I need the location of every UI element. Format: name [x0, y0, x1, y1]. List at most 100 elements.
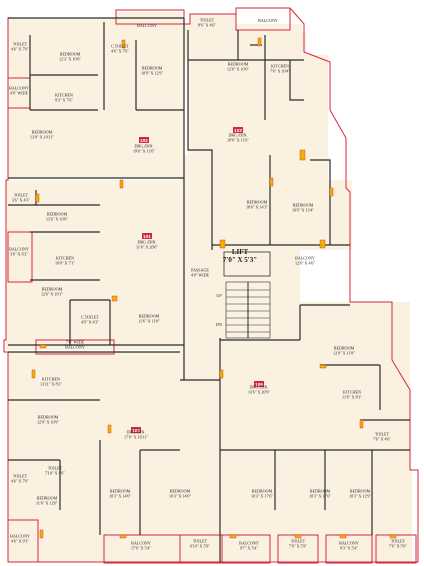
label-line: TOILET: [375, 432, 390, 437]
label-line: BALCONY: [339, 541, 359, 546]
label-stair-up: UP: [216, 293, 222, 298]
flat-number-103: 103: [234, 128, 242, 133]
label-line: TOILET: [13, 474, 28, 479]
label-line: DRG./DIN.: [137, 240, 156, 245]
label-line: 13'6" X 20'9": [248, 389, 270, 394]
label-line: DN: [216, 322, 222, 327]
label-line: 10'9" X 12'9": [141, 70, 163, 75]
label-line: KITCHEN: [271, 64, 289, 69]
label-line: KITCHEN: [42, 377, 60, 382]
label-line: BEDROOM: [110, 489, 131, 494]
label-line: 8'6" X 4'6": [198, 22, 216, 27]
label-line: DRG./DIN.: [228, 133, 247, 138]
label-line: 9'3" X 5'4": [340, 545, 358, 550]
label-balcony-top-left: BALCONY: [137, 23, 157, 28]
flat-number-102: 102: [140, 138, 148, 143]
floor-area: [6, 12, 412, 562]
label-line: 4'6" X 9'3": [11, 538, 29, 543]
flat-badge-105: 105: [254, 381, 264, 387]
label-line: 3'6" X 6'3": [10, 251, 28, 256]
label-line: BEDROOM: [139, 314, 160, 319]
label-line: 12'6" X 4'6": [295, 260, 315, 265]
label-line: BEDROOM: [334, 346, 355, 351]
flat-badge-101: 101: [142, 233, 152, 239]
label-line: BEDROOM: [42, 287, 63, 292]
label-line: BEDROOM: [142, 66, 163, 71]
flat-badge-102: 102: [139, 137, 149, 143]
label-line: DRG./DIN.: [134, 144, 153, 149]
label-drg-101: DRG./DIN.11'6" X 20'6": [136, 240, 158, 250]
label-line: 10'3" X 14'0": [169, 493, 191, 498]
label-line: PASSAGE: [191, 268, 209, 273]
label-line: TOILET: [48, 466, 63, 471]
label-line: 17'0" X 16'11": [124, 434, 148, 439]
label-line: KITCHEN: [343, 390, 361, 395]
label-line: TOILET: [291, 539, 306, 544]
label-line: 4'6" X 7'6": [111, 48, 129, 53]
label-line: 10'0" X 7'1": [55, 260, 75, 265]
label-line: 12'3" X 10'6": [59, 56, 81, 61]
label-line: 12'6" X 10'1": [41, 291, 63, 296]
label-line: TOILET: [13, 42, 28, 47]
flat-number-104: 104: [132, 428, 140, 433]
label-line: BALCONY: [9, 247, 29, 252]
door-markers: [31, 37, 397, 539]
label-line: TOILET: [391, 539, 406, 544]
label-line: 18'6" X 14'3": [246, 204, 268, 209]
label-line: 12'6" X 10'0": [227, 66, 249, 71]
label-line: BALCONY: [131, 541, 151, 546]
label-drg-103: DRG./DIN.18'0" X 11'6": [227, 133, 249, 143]
flat-number-101: 101: [143, 234, 151, 239]
label-drg-104: DRG./DIN.17'0" X 16'11": [124, 430, 148, 440]
label-line: DRG./DIN.: [126, 430, 145, 435]
label-line: 11'6" X 8'3": [342, 394, 362, 399]
label-line: BEDROOM: [247, 200, 268, 205]
label-line: 4'6" X 7'6": [11, 478, 29, 483]
label-line: BALCONY: [137, 23, 157, 28]
label-line: 13'11" X 8'3": [40, 381, 62, 386]
label-line: 4'0" WIDE: [191, 272, 210, 277]
flat-badge-104: 104: [131, 427, 141, 433]
label-line: 11'6" X 12'0": [36, 500, 58, 505]
label-line: 10'3" X 17'6": [251, 493, 273, 498]
label-line: 7'6" X 5'9": [289, 543, 307, 548]
label-line: BEDROOM: [350, 489, 371, 494]
label-line: BALCONY: [9, 86, 29, 91]
label-line: 7'10" X 4'6": [45, 470, 65, 475]
label-line: 4'6" WIDE: [10, 90, 29, 95]
label-line: 13'6" X 10'6": [46, 216, 68, 221]
label-line: BEDROOM: [32, 130, 53, 135]
label-line: 9'3" X 7'6": [55, 97, 73, 102]
lift-shaft: [223, 251, 271, 277]
label-drg-102: DRG./DIN.19'6" X 11'6": [133, 144, 155, 154]
label-line: 7'0" X 5'3": [223, 256, 257, 264]
label-line: BALCONY: [10, 534, 30, 539]
label-line: C.TOILET: [81, 315, 100, 320]
